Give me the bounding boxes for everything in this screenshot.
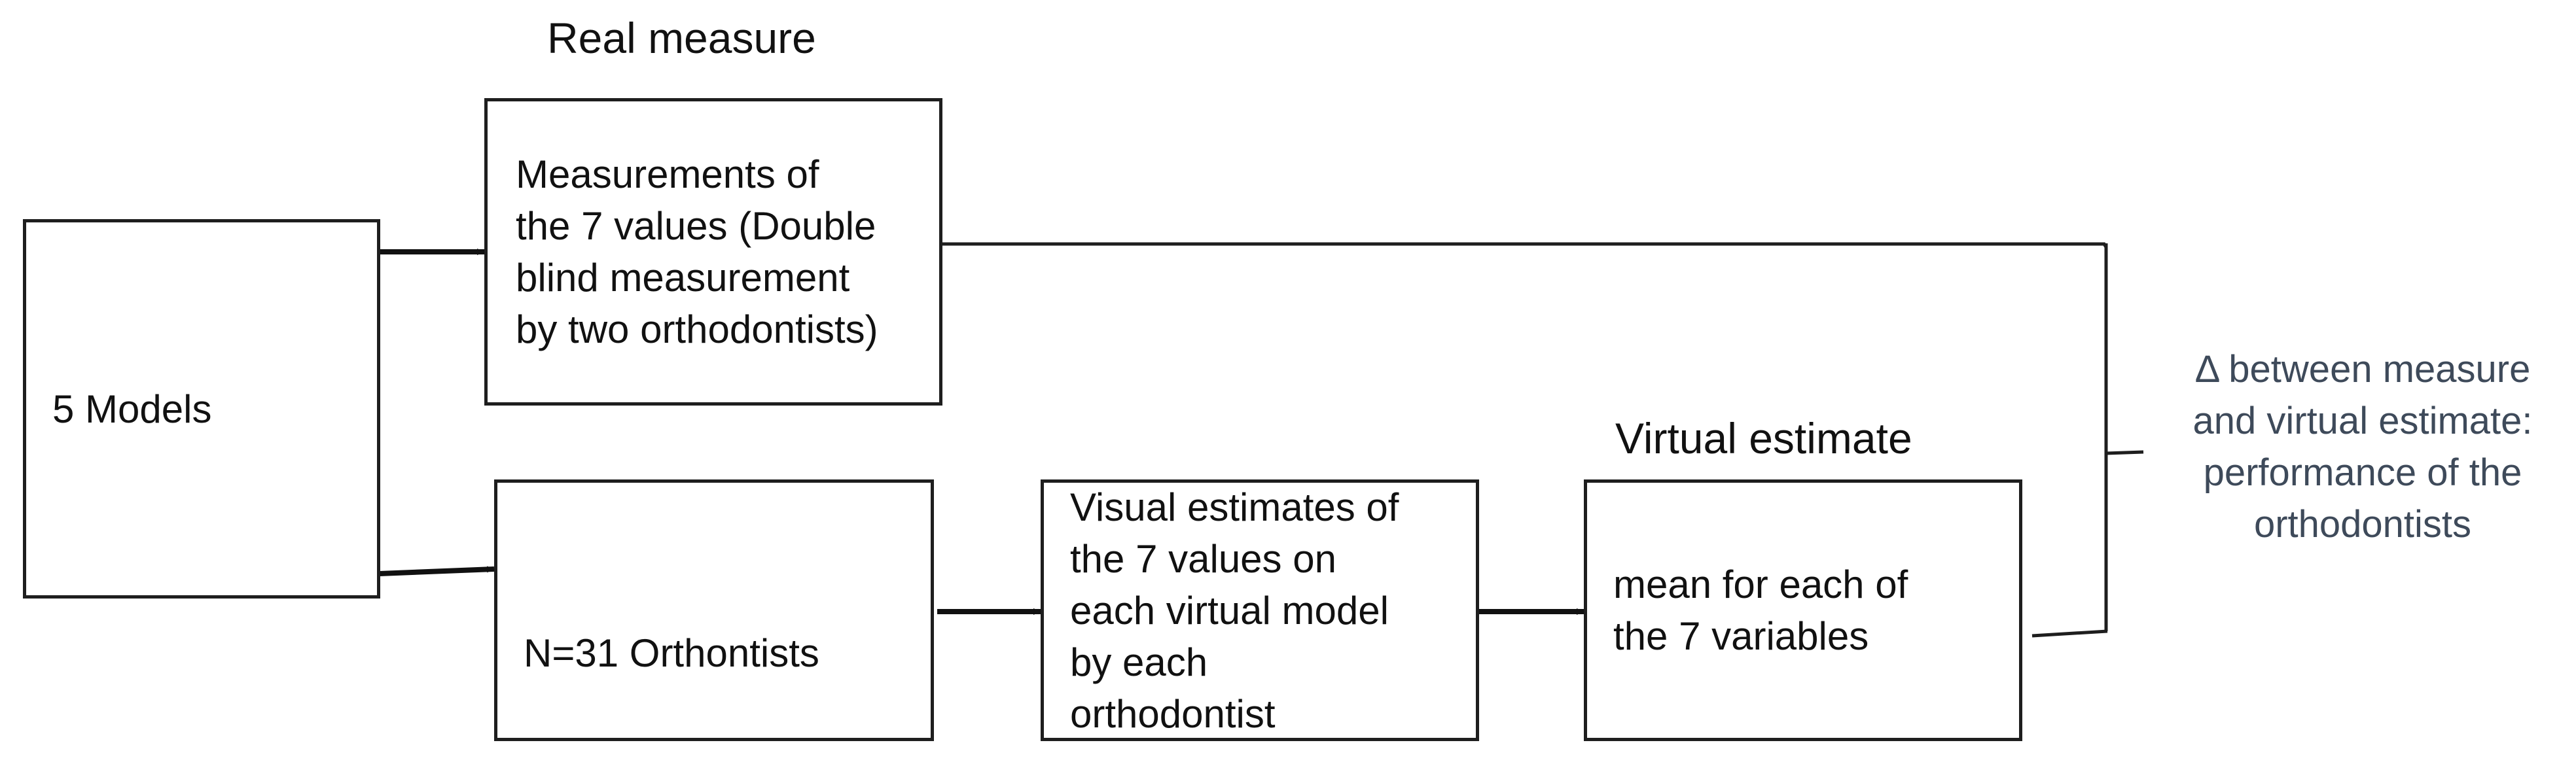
bracket-tick-to-result [2105,450,2144,455]
visual-estimates-label: Visual estimates of the 7 values on each… [1070,485,1399,736]
mean-variables-box: mean for each of the 7 variables [1584,479,2022,741]
real-measurements-box: Measurements of the 7 values (Double bli… [484,98,942,406]
delta-performance-label: Δ between measure and virtual estimate: … [2192,348,2533,546]
arrow-models-to-orthodontists [379,566,495,576]
real-measurements-label: Measurements of the 7 values (Double bli… [516,152,878,351]
models-label: 5 Models [52,387,212,431]
virtual-estimate-heading: Virtual estimate [1615,414,1912,462]
line-mean-to-bracket [2031,629,2108,638]
real-measure-heading: Real measure [547,14,816,62]
orthodontists-box: N=31 Orthontists [494,479,934,741]
visual-estimates-box: Visual estimates of the 7 values on each… [1041,479,1479,741]
mean-variables-label: mean for each of the 7 variables [1613,563,1908,658]
models-box: 5 Models [23,219,380,599]
line-real-measure-to-bracket [942,242,2108,249]
orthodontists-label: N=31 Orthontists [524,631,819,675]
